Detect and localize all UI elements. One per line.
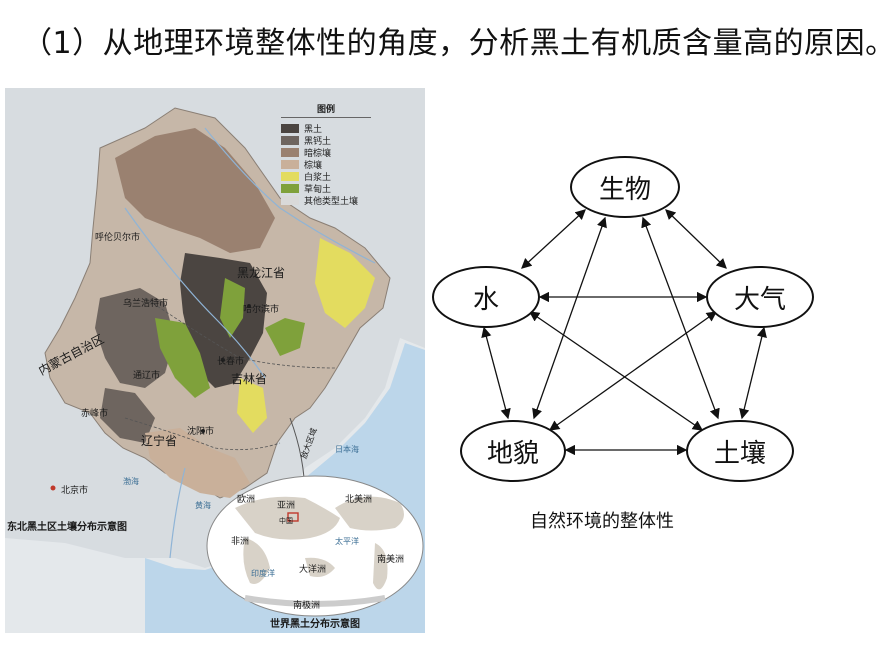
place-tongliao: 通辽市 bbox=[133, 371, 161, 381]
legend-swatch bbox=[281, 123, 299, 133]
legend-swatch bbox=[281, 171, 299, 181]
legend-item: 白浆土 bbox=[281, 170, 371, 183]
place-harbin: 哈尔滨市 bbox=[243, 305, 280, 315]
integrity-diagram: 生物 水 大气 地貌 土壤 bbox=[430, 150, 820, 482]
world-south-america: 南美洲 bbox=[377, 555, 405, 565]
legend-label: 白浆土 bbox=[304, 172, 332, 183]
sea-japan: 日本海 bbox=[335, 445, 359, 454]
world-africa: 非洲 bbox=[231, 537, 250, 547]
legend-label: 草甸土 bbox=[304, 184, 332, 195]
world-oceania: 大洋洲 bbox=[299, 565, 327, 575]
node-biology: 生物 bbox=[570, 156, 680, 218]
world-north-america: 北美洲 bbox=[345, 495, 373, 505]
place-chifeng: 赤峰市 bbox=[81, 409, 109, 419]
legend-label: 棕壤 bbox=[304, 160, 323, 171]
legend-item: 暗棕壤 bbox=[281, 146, 371, 159]
arrow-atmosphere-landform bbox=[548, 311, 718, 431]
legend-item: 黑钙土 bbox=[281, 134, 371, 147]
map-caption: 东北黑土区土壤分布示意图 bbox=[7, 522, 127, 533]
legend-swatch bbox=[281, 183, 299, 193]
legend-swatch bbox=[281, 135, 299, 145]
province-liaoning: 辽宁省 bbox=[141, 434, 178, 448]
legend-swatch bbox=[281, 159, 299, 169]
legend-item: 其他类型土壤 bbox=[281, 194, 371, 207]
legend-title: 图例 bbox=[281, 102, 371, 118]
node-atmosphere: 大气 bbox=[706, 266, 814, 328]
place-hulunbuir: 呼伦贝尔市 bbox=[95, 233, 141, 243]
world-asia: 亚洲 bbox=[277, 501, 296, 511]
arrow-atmosphere-soil bbox=[739, 326, 767, 420]
world-indian-ocean: 印度洋 bbox=[251, 569, 275, 578]
diagram-caption: 自然环境的整体性 bbox=[530, 511, 674, 532]
soil-map: 图例 黑土 黑钙土 暗棕壤 棕壤 白浆土 草甸土 其他类型土壤 呼 bbox=[5, 88, 425, 633]
legend-item: 棕壤 bbox=[281, 158, 371, 171]
province-heilongjiang: 黑龙江省 bbox=[237, 266, 286, 280]
world-map-caption: 世界黑土分布示意图 bbox=[270, 619, 360, 630]
arrow-water-soil bbox=[528, 311, 704, 431]
node-landform: 地貌 bbox=[460, 420, 566, 482]
map-drawing bbox=[5, 88, 425, 633]
place-beijing: 北京市 bbox=[61, 486, 89, 496]
diagram-arrows bbox=[481, 209, 767, 456]
place-shenyang: 沈阳市 bbox=[187, 427, 215, 437]
sea-bohai: 渤海 bbox=[123, 477, 139, 486]
place-ulanhot: 乌兰浩特市 bbox=[123, 299, 169, 309]
map-legend: 图例 黑土 黑钙土 暗棕壤 棕壤 白浆土 草甸土 其他类型土壤 bbox=[281, 102, 371, 207]
arrow-biology-atmosphere bbox=[665, 209, 727, 269]
legend-label: 黑土 bbox=[304, 124, 323, 135]
sea-huanghai: 黄海 bbox=[195, 501, 211, 510]
arrow-water-landform bbox=[481, 326, 511, 420]
world-pacific: 太平洋 bbox=[335, 537, 359, 546]
world-china: 中国 bbox=[279, 517, 293, 525]
arrow-biology-water bbox=[521, 209, 586, 269]
world-antarctica: 南极洲 bbox=[293, 601, 321, 611]
place-changchun: 长春市 bbox=[217, 357, 245, 367]
node-soil: 土壤 bbox=[686, 420, 794, 482]
legend-label: 黑钙土 bbox=[304, 136, 332, 147]
legend-label: 其他类型土壤 bbox=[304, 196, 359, 207]
legend-label: 暗棕壤 bbox=[304, 148, 332, 159]
legend-item: 黑土 bbox=[281, 122, 371, 135]
node-water: 水 bbox=[432, 266, 540, 328]
legend-swatch bbox=[281, 147, 299, 157]
legend-swatch bbox=[281, 195, 299, 205]
world-europe: 欧洲 bbox=[237, 495, 256, 505]
question-text: （1）从地理环境整体性的角度，分析黑土有机质含量高的原因。 bbox=[22, 26, 896, 61]
legend-item: 草甸土 bbox=[281, 182, 371, 195]
province-jilin: 吉林省 bbox=[231, 372, 268, 386]
